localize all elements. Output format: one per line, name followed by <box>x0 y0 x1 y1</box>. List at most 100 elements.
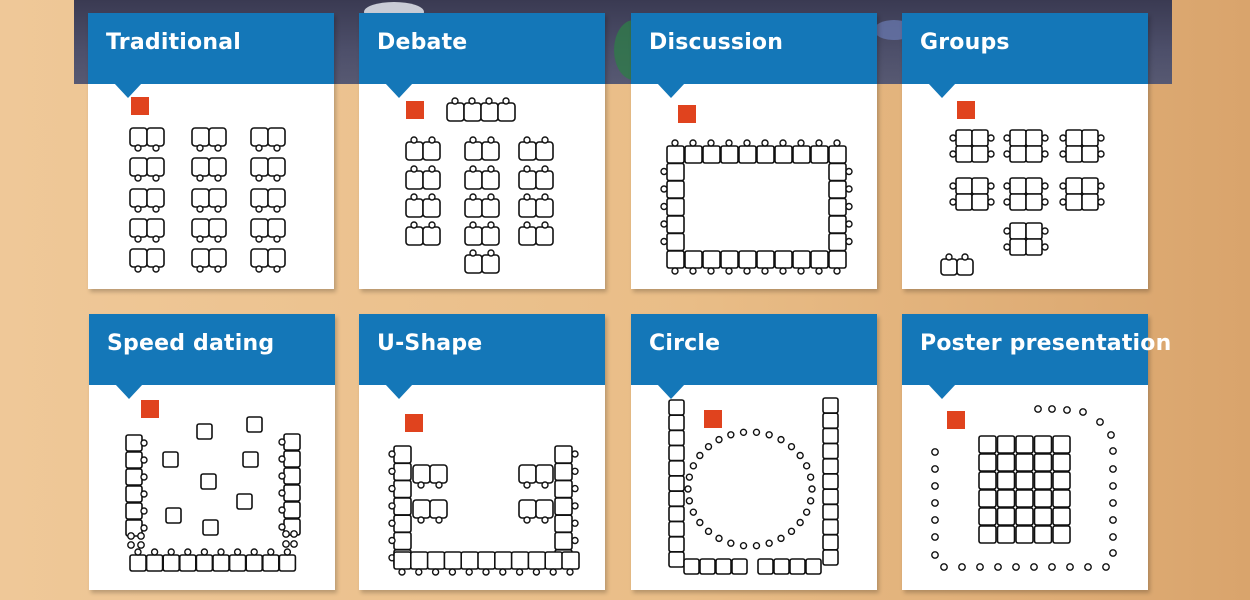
chair <box>152 205 160 213</box>
seat <box>666 215 685 234</box>
card-header: Discussion <box>631 13 877 98</box>
card-title: U-Shape <box>377 331 483 356</box>
chair <box>127 541 135 549</box>
seat <box>978 435 997 454</box>
teacher-desk-marker <box>678 105 696 123</box>
chair <box>1003 134 1011 142</box>
chair <box>931 448 939 456</box>
card-header: Groups <box>902 13 1148 98</box>
seat <box>822 397 839 414</box>
seat <box>1065 193 1083 211</box>
desk <box>535 499 554 519</box>
seat <box>666 197 685 217</box>
chair <box>398 568 406 576</box>
seat <box>1025 193 1043 211</box>
chair <box>961 253 969 261</box>
chair <box>765 539 773 547</box>
chair <box>523 136 531 144</box>
desk <box>267 188 286 208</box>
chair <box>727 431 735 439</box>
chair <box>660 202 668 211</box>
chair <box>278 489 286 497</box>
chair <box>431 568 440 576</box>
chair <box>435 481 443 489</box>
seat <box>162 451 179 468</box>
seat <box>409 551 429 570</box>
chair <box>184 548 192 556</box>
chair <box>1097 134 1105 142</box>
chair <box>797 267 805 275</box>
seat <box>715 558 732 575</box>
seat <box>393 462 412 482</box>
chair <box>571 484 579 493</box>
seat <box>810 145 829 164</box>
seat <box>996 507 1016 526</box>
chair <box>1003 243 1011 251</box>
chair <box>845 185 853 193</box>
chair <box>469 249 477 257</box>
desk <box>191 157 210 177</box>
seat <box>731 558 748 575</box>
desk <box>464 254 483 274</box>
desk <box>250 248 269 268</box>
seat <box>668 399 685 416</box>
desk <box>208 218 227 238</box>
seat <box>822 534 839 551</box>
seat <box>971 177 989 195</box>
desk <box>535 170 554 190</box>
card-title: Traditional <box>106 30 241 55</box>
seat <box>828 162 847 182</box>
chair <box>660 185 668 193</box>
chair <box>415 568 423 576</box>
card-u-shape: U-Shape <box>359 314 605 590</box>
desk <box>422 226 441 246</box>
seat <box>828 250 847 269</box>
chair <box>487 136 495 144</box>
seat <box>828 180 847 199</box>
seat <box>805 558 822 575</box>
seat <box>125 451 143 469</box>
seat <box>1052 489 1071 508</box>
chair <box>660 167 668 176</box>
chair <box>417 481 425 489</box>
chair <box>671 139 679 147</box>
seat <box>789 558 806 575</box>
chair <box>127 532 135 540</box>
seat <box>1009 177 1027 195</box>
chair <box>707 267 715 275</box>
seat <box>554 497 573 516</box>
chair <box>134 205 142 213</box>
chair <box>255 174 263 182</box>
chair <box>196 265 204 273</box>
seat <box>544 551 563 570</box>
seating-diagram-traditional <box>129 97 286 273</box>
seat <box>1025 145 1043 163</box>
seat <box>822 442 839 460</box>
card-debate: Debate <box>359 13 605 289</box>
chair <box>273 205 281 213</box>
chair <box>487 165 495 173</box>
seat <box>262 554 280 572</box>
chair <box>931 551 939 559</box>
chair <box>196 235 204 243</box>
desk <box>250 188 269 208</box>
seat <box>978 453 997 472</box>
chair <box>214 144 222 152</box>
chair <box>689 139 697 147</box>
chair <box>1041 150 1049 158</box>
chair <box>487 193 495 201</box>
chair <box>715 534 723 543</box>
seating-diagram-speed-dating <box>125 400 301 572</box>
chair <box>255 205 263 213</box>
chair <box>469 136 477 144</box>
chair <box>388 519 396 527</box>
card-header: U-Shape <box>359 314 605 399</box>
chair <box>845 202 853 211</box>
seat <box>978 489 997 508</box>
chair <box>1097 150 1105 158</box>
chair <box>541 136 549 144</box>
chair <box>1059 134 1067 142</box>
chair <box>1109 447 1117 455</box>
seat <box>125 468 143 486</box>
seat <box>1033 471 1053 490</box>
